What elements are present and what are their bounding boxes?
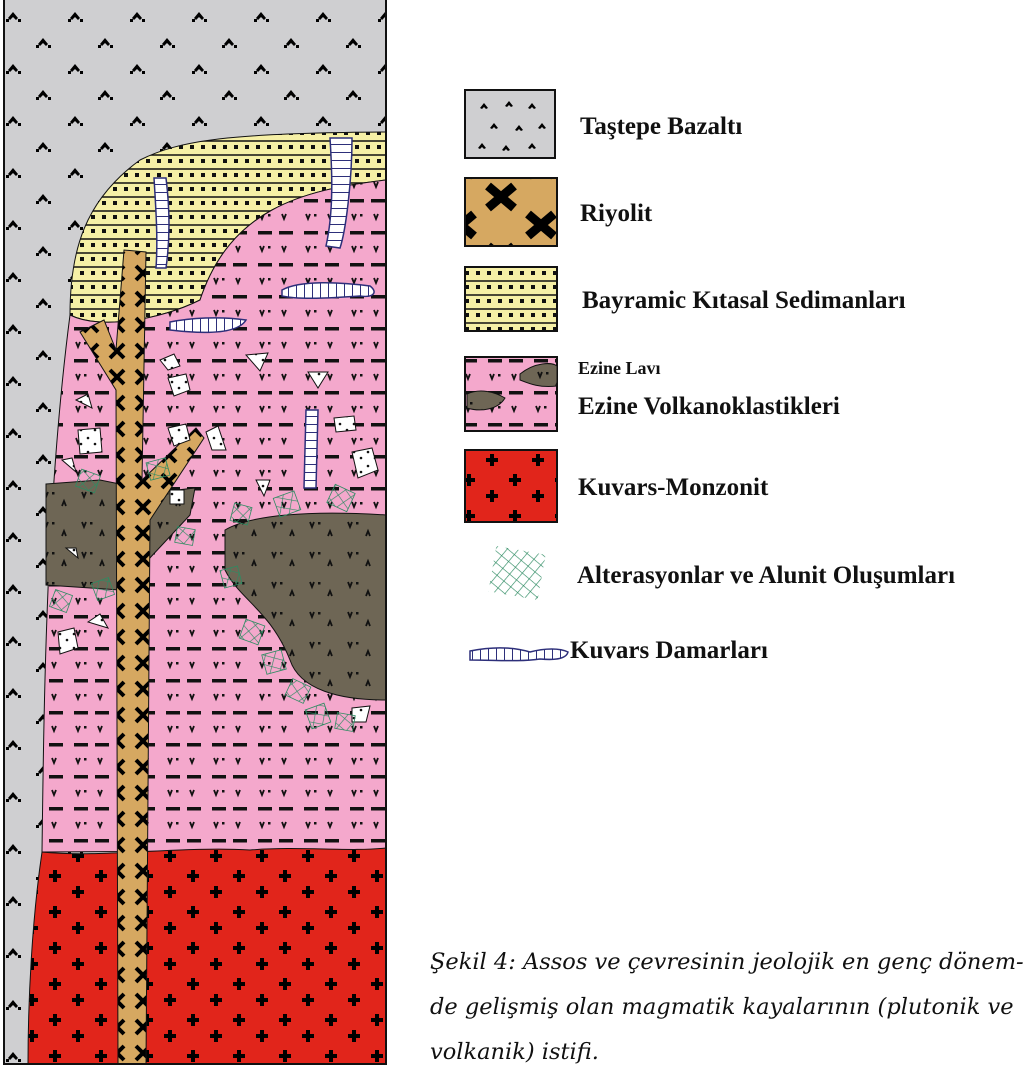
legend-label-alterasyon: Alterasyonlar ve Alunit Oluşumları xyxy=(577,562,955,590)
kuvars-monzonit-unit xyxy=(28,848,386,1064)
caption-line: Şekil 4: Assos ve çevresinin jeolojik en… xyxy=(430,940,1020,985)
legend-label-kuvars-damar: Kuvars Damarları xyxy=(570,637,768,665)
legend-label-kuvars-monzonit: Kuvars-Monzonit xyxy=(578,474,768,502)
quartz-vein xyxy=(154,178,169,268)
caption-line: de gelişmiş olan magmatik kayalarının (p… xyxy=(430,985,1020,1030)
quartz-vein xyxy=(304,410,318,488)
legend-label-ezine-lavi: Ezine Lavı xyxy=(578,358,661,379)
caption-line: volkanik) istifi. xyxy=(430,1030,1020,1075)
legend-label-tastepe: Taştepe Bazaltı xyxy=(580,113,742,141)
legend-label-bayramic: Bayramic Kıtasal Sedimanları xyxy=(582,287,906,315)
quartz-vein xyxy=(282,283,374,299)
legend-swatch-riyolit xyxy=(465,178,557,246)
legend xyxy=(465,90,568,661)
legend-swatch-kuvars-monzonit xyxy=(465,450,557,522)
legend-swatch-alterasyon xyxy=(488,546,545,600)
legend-swatch-kuvars-damar xyxy=(470,648,568,661)
figure-caption: Şekil 4: Assos ve çevresinin jeolojik en… xyxy=(430,940,1020,1075)
legend-label-ezine-volk: Ezine Volkanoklastikleri xyxy=(578,393,840,421)
legend-label-riyolit: Riyolit xyxy=(580,200,652,228)
legend-swatch-bayramic xyxy=(465,267,557,331)
